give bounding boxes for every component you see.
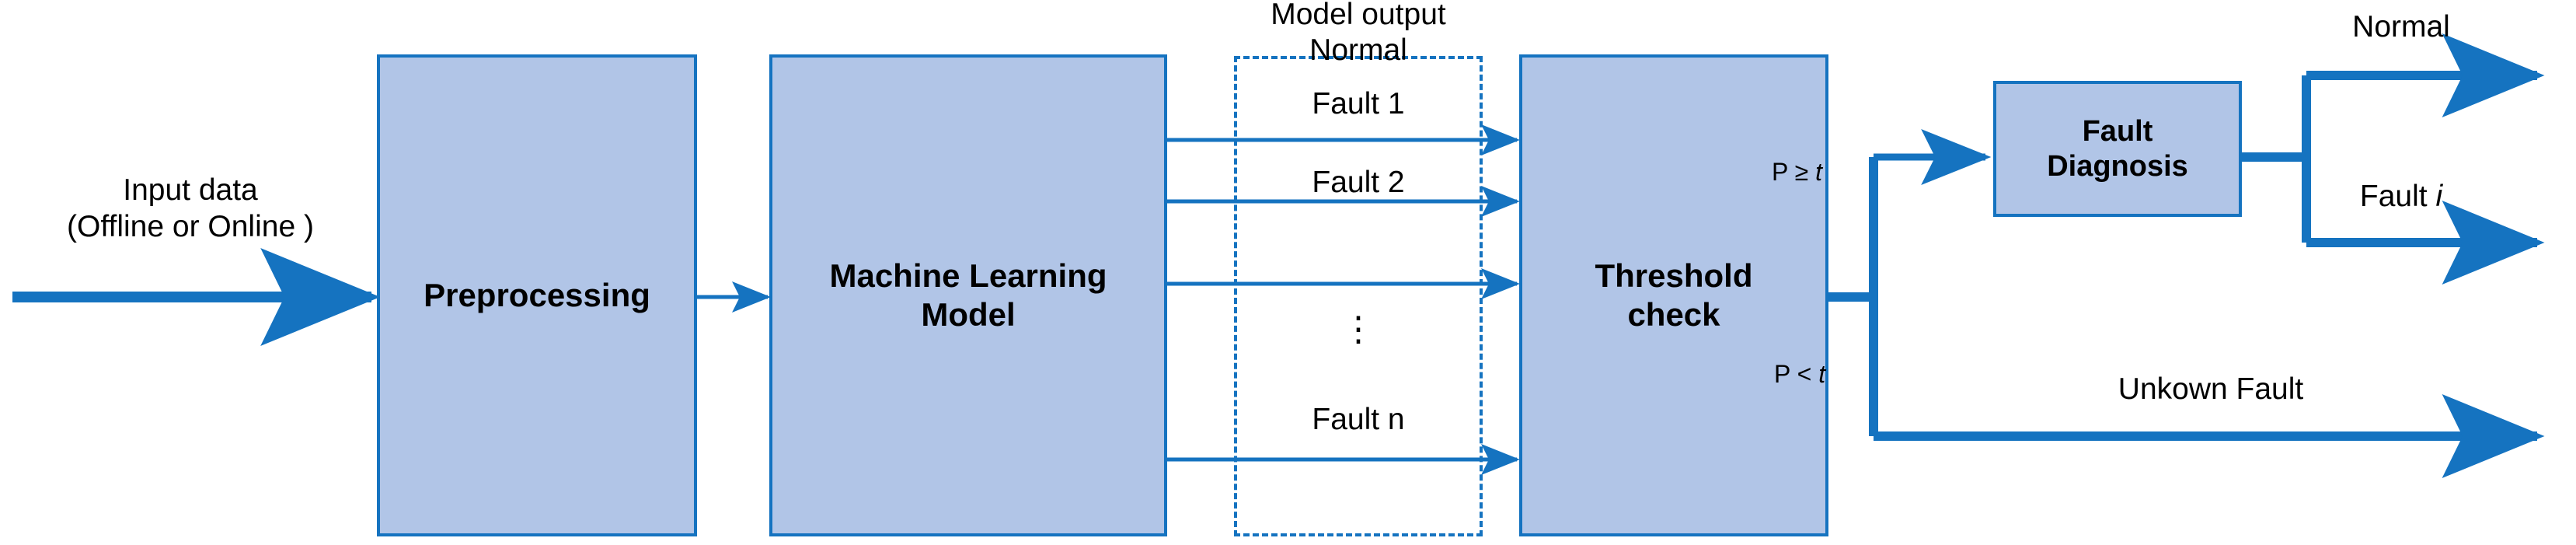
block-threshold-check-label-line1: Threshold [1595,257,1753,295]
input-data-label: Input data (Offline or Online ) [67,173,314,246]
block-threshold-check-label-line2: check [1627,296,1720,333]
branch-label-above-threshold: P ≥ t [1772,157,1822,187]
block-fault-diagnosis-label-line2: Diagnosis [2047,149,2188,183]
block-preprocessing[interactable]: Preprocessing [377,54,697,536]
output-fault-i-prefix: Fault [2359,180,2436,213]
model-output-class-faultn: Fault n [1312,403,1405,436]
input-data-line2: (Offline or Online ) [67,209,314,243]
output-label-fault-i: Fault i [2360,179,2442,215]
block-ml-model[interactable]: Machine Learning Model [769,54,1167,536]
branch-below-var: t [1818,360,1826,388]
model-output-class-normal: Normal [1309,33,1407,67]
block-ml-model-label-line2: Model [921,296,1016,333]
branch-below-prefix: P < [1774,360,1819,388]
block-ml-model-label-line1: Machine Learning [829,257,1107,295]
model-output-ellipsis: ⋮ [1341,310,1375,348]
model-output-caption: Model output [1271,0,1446,31]
model-output-class-fault2: Fault 2 [1312,166,1405,199]
model-output-dashed-box [1234,56,1483,536]
input-data-line1: Input data [123,173,258,207]
output-label-unknown-fault: Unkown Fault [2118,372,2304,406]
model-output-class-fault1: Fault 1 [1312,87,1405,121]
branch-label-below-threshold: P < t [1774,359,1825,389]
block-fault-diagnosis-label-line1: Fault [2082,114,2153,148]
output-fault-i-index: i [2435,180,2443,213]
block-threshold-check[interactable]: Threshold check [1519,54,1828,536]
output-label-normal: Normal [2352,10,2450,44]
branch-above-var: t [1815,158,1822,186]
branch-above-prefix: P ≥ [1772,158,1816,186]
block-preprocessing-label: Preprocessing [424,277,650,314]
block-fault-diagnosis[interactable]: Fault Diagnosis [1993,81,2242,217]
